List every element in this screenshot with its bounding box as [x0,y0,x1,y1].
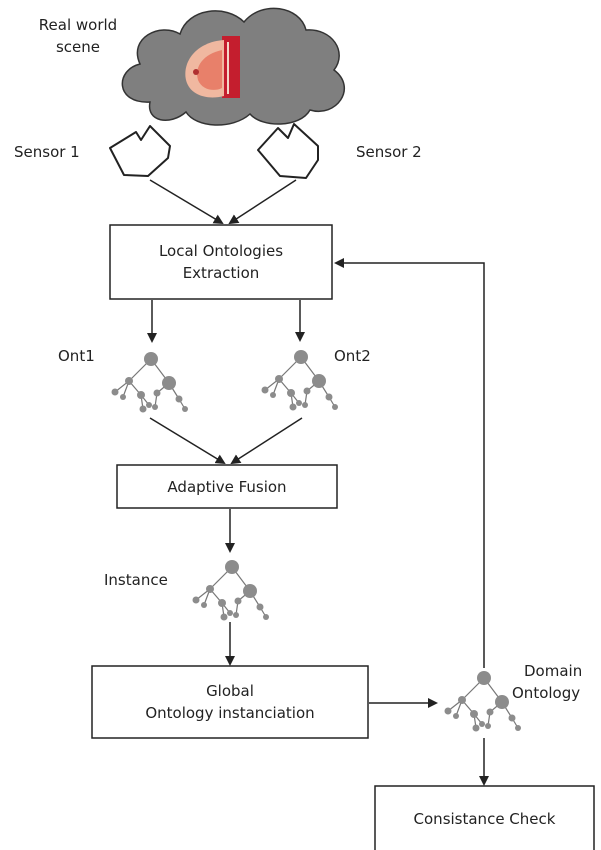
global-ontology-box [91,665,369,739]
local-line-2: Extraction [182,264,260,282]
arrow-domain-feedback-to-local [334,258,485,668]
sensor-1-label: Sensor 1 [14,143,80,161]
instance-label: Instance [104,571,168,589]
global-ontology-label: Global Ontology instanciation [92,666,368,738]
arrow-sensor1-to-local [149,179,224,225]
adaptive-fusion-label: Adaptive Fusion [117,465,337,508]
real-world-scene-label: Real world scene [18,14,138,58]
ont1-label: Ont1 [58,347,95,365]
sensor-1-camera-icon [109,125,171,177]
adaptive-fusion-box [116,464,338,509]
consistance-check-label: Consistance Check [375,796,594,842]
arrow-sensor2-to-local [228,179,297,225]
arrow-ont1-to-fusion [149,417,226,465]
ont2-tree-icon [260,349,339,412]
sensor-2-camera-icon [257,123,319,179]
consistance-text: Consistance Check [413,810,556,828]
breast-anatomy-icon [185,36,240,98]
global-line-2: Ontology instanciation [145,704,315,722]
local-line-1: Local Ontologies [158,242,284,260]
local-ontologies-box [109,224,333,300]
scene-line-1: Real world [38,16,118,34]
ont2-label: Ont2 [334,347,371,365]
scene-line-2: scene [55,38,101,56]
domain-ontology-tree-icon [443,670,522,733]
arrow-ont2-to-fusion [230,417,303,465]
domain-line-2: Ontology [512,684,581,702]
global-line-1: Global [206,682,254,700]
fusion-text: Adaptive Fusion [167,477,287,496]
consistance-check-box [374,785,595,850]
local-ontologies-label: Local Ontologies Extraction [110,225,332,299]
domain-ontology-label: Domain Ontology [512,660,582,704]
instance-tree-icon [191,559,270,622]
sensor-2-label: Sensor 2 [356,143,422,161]
ont1-tree-icon [110,351,189,414]
domain-line-1: Domain [524,662,583,680]
